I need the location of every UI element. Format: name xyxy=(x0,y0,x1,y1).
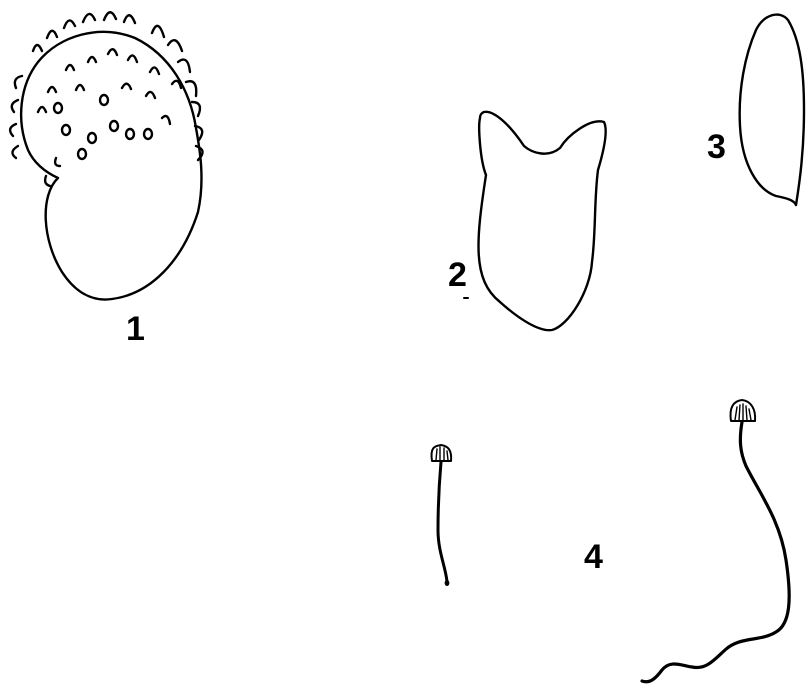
basidiocarp-large xyxy=(642,400,789,682)
figure-4-label: 4 xyxy=(584,540,603,574)
figure-2-label: 2 xyxy=(448,258,467,292)
figure-1-spore xyxy=(10,12,202,299)
figure-1-label: 1 xyxy=(126,312,145,346)
figure-2-cystidium xyxy=(464,112,606,330)
figure-3-spore xyxy=(740,15,804,205)
figure-3-label: 3 xyxy=(707,130,726,164)
figure-4-basidiocarps xyxy=(431,400,789,682)
basidiocarp-small xyxy=(431,445,451,586)
